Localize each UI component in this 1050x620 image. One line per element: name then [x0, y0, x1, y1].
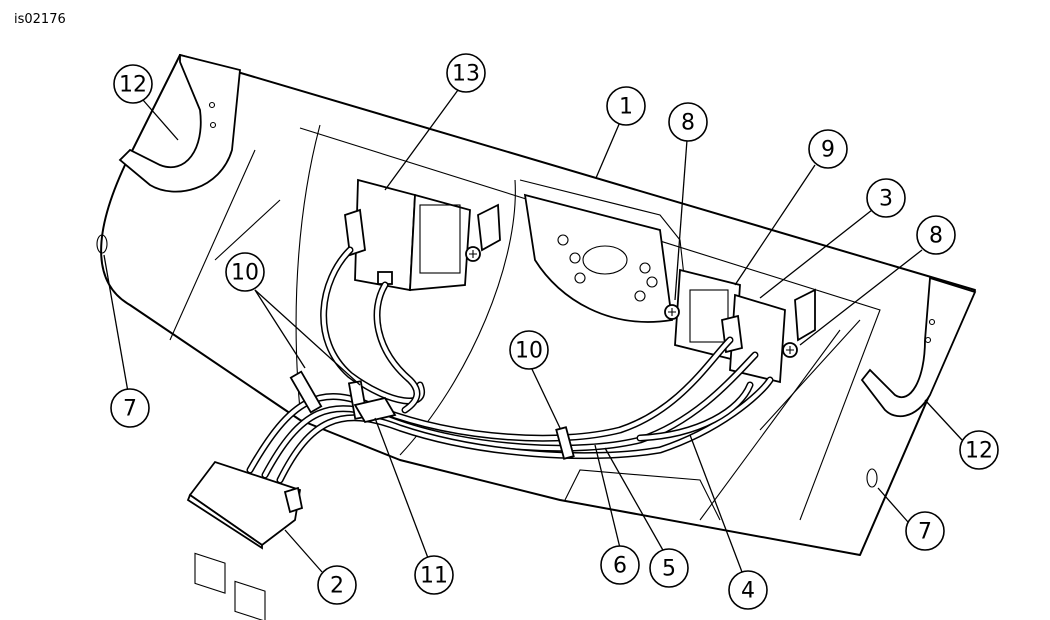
callout-10: 10: [509, 330, 549, 370]
callout-circle: [916, 215, 956, 255]
callout-circle: [110, 388, 150, 428]
callout-circle: [728, 570, 768, 610]
left-switch: [344, 178, 501, 292]
left-clamp: [118, 53, 241, 193]
callout-circle: [866, 178, 906, 218]
callout-label: 2: [330, 574, 344, 599]
main-connector: [186, 460, 304, 620]
callout-label: 10: [515, 339, 543, 364]
callout-5: 5: [649, 548, 689, 588]
callout-label: 5: [662, 557, 676, 582]
callouts: 12 13 1 8 9 3 8 10 10 7 12 7 2 11 6 5 4: [110, 53, 999, 610]
callout-11: 11: [414, 555, 454, 595]
callout-2: 2: [317, 565, 357, 605]
callout-circle: [414, 555, 454, 595]
callout-7: 7: [905, 511, 945, 551]
callout-8: 8: [668, 102, 708, 142]
callout-label: 7: [918, 520, 932, 545]
callout-12: 12: [959, 430, 999, 470]
callout-label: 6: [613, 554, 627, 579]
callout-12: 12: [113, 64, 153, 104]
callout-label: 11: [420, 564, 448, 589]
callout-3: 3: [866, 178, 906, 218]
right-switch: [664, 268, 816, 384]
callout-label: 10: [231, 261, 259, 286]
callout-circle: [959, 430, 999, 470]
callout-circle: [606, 86, 646, 126]
callout-label: 8: [929, 224, 943, 249]
callout-circle: [808, 129, 848, 169]
callout-13: 13: [446, 53, 486, 93]
callout-label: 12: [965, 439, 993, 464]
callout-9: 9: [808, 129, 848, 169]
callout-label: 4: [741, 579, 755, 604]
callout-circle: [113, 64, 153, 104]
callout-circle: [509, 330, 549, 370]
left-mount-hole: [96, 234, 108, 254]
callout-4: 4: [728, 570, 768, 610]
callout-circle: [905, 511, 945, 551]
callout-8: 8: [916, 215, 956, 255]
callout-10: 10: [225, 252, 265, 292]
callout-circle: [668, 102, 708, 142]
callout-1: 1: [606, 86, 646, 126]
callout-7: 7: [110, 388, 150, 428]
callout-label: 7: [123, 397, 137, 422]
callout-label: 12: [119, 73, 147, 98]
center-plate: [523, 193, 674, 323]
leader-lines: [103, 89, 963, 573]
callout-circle: [225, 252, 265, 292]
callout-circle: [600, 545, 640, 585]
right-clamp: [860, 276, 977, 418]
callout-label: 1: [619, 95, 633, 120]
wire-harness: [246, 246, 774, 484]
callout-circle: [649, 548, 689, 588]
callout-label: 3: [879, 187, 893, 212]
callout-label: 8: [681, 111, 695, 136]
callout-label: 9: [821, 138, 835, 163]
callout-circle: [317, 565, 357, 605]
figure-id: is02176: [14, 12, 66, 27]
callout-circle: [446, 53, 486, 93]
callout-label: 13: [452, 62, 480, 87]
callout-6: 6: [600, 545, 640, 585]
right-mount-hole: [866, 468, 878, 488]
